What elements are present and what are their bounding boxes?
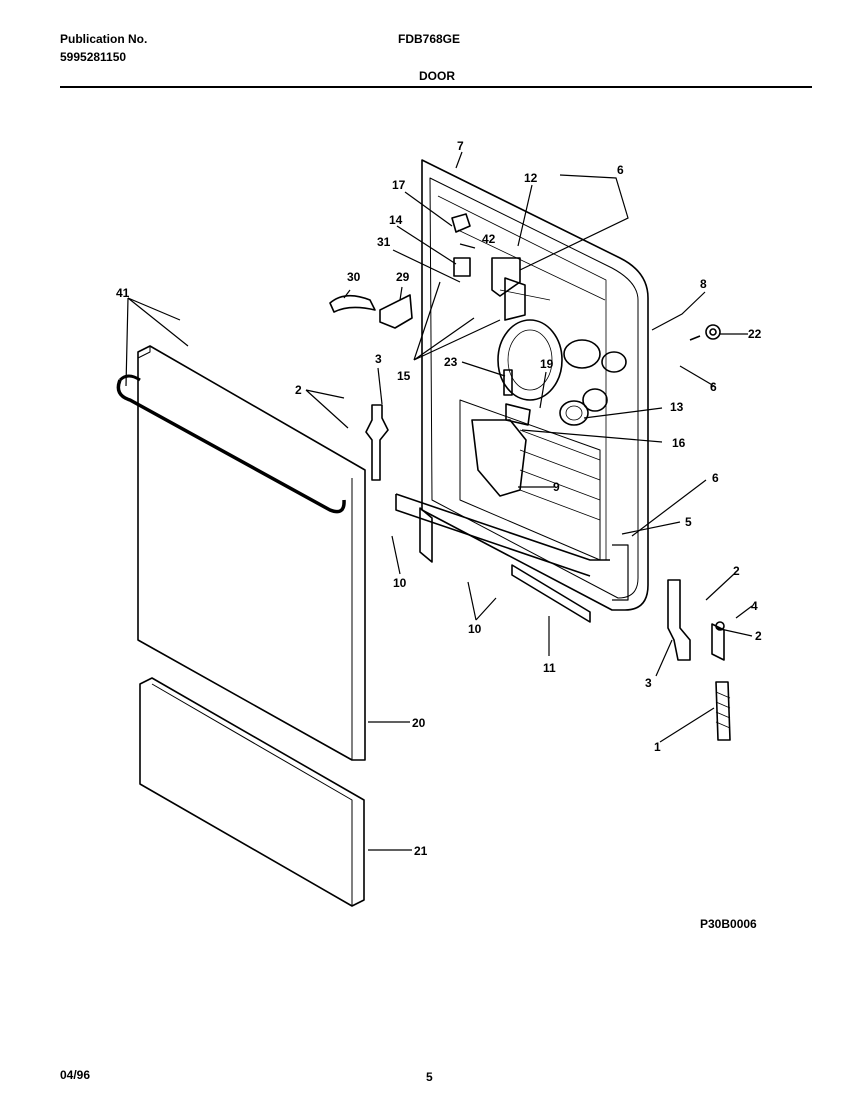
- callout-31: 31: [377, 235, 391, 249]
- callout-10a: 10: [393, 576, 407, 590]
- publication-label: Publication No.: [60, 32, 148, 46]
- callout-13: 13: [670, 400, 684, 414]
- callout-12: 12: [524, 171, 538, 185]
- callout-14: 14: [389, 213, 403, 227]
- callout-3b: 3: [645, 676, 652, 690]
- callout-15: 15: [397, 369, 411, 383]
- publication-number: 5995281150: [60, 50, 127, 64]
- left-hinge-bracket: [365, 404, 389, 481]
- part-30: [329, 294, 376, 313]
- callout-8: 8: [700, 277, 707, 291]
- callout-labels: 7 6 12 17 14 42 31 30 29 41 8 22 3 15 23…: [116, 139, 762, 858]
- part-22: [705, 324, 721, 340]
- latch-assembly: [471, 257, 551, 497]
- callout-4: 4: [751, 599, 758, 613]
- callout-10b: 10: [468, 622, 482, 636]
- model-number: FDB768GE: [398, 32, 461, 46]
- callout-6b: 6: [710, 380, 717, 394]
- callout-leaders: [125, 151, 753, 851]
- kick-bar: [511, 564, 591, 623]
- callout-6c: 6: [712, 471, 719, 485]
- callout-7: 7: [457, 139, 464, 153]
- door-handle: [116, 379, 346, 514]
- callout-11: 11: [543, 661, 556, 675]
- callout-16: 16: [672, 436, 686, 450]
- callout-23: 23: [444, 355, 458, 369]
- header-rule: [60, 86, 812, 88]
- callout-30: 30: [347, 270, 361, 284]
- part-29: [379, 294, 413, 329]
- callout-5: 5: [685, 515, 692, 529]
- page-number: 5: [426, 1070, 433, 1084]
- callout-20: 20: [412, 716, 426, 730]
- callout-29: 29: [396, 270, 410, 284]
- callout-42: 42: [482, 232, 496, 246]
- part-23: [503, 369, 513, 396]
- part-14: [453, 257, 471, 277]
- callout-19: 19: [540, 357, 554, 371]
- door-spring: [715, 681, 731, 741]
- drawing-code: P30B0006: [700, 917, 757, 931]
- callout-21: 21: [414, 844, 428, 858]
- inner-door-panel: [395, 159, 649, 611]
- callout-22: 22: [748, 327, 762, 341]
- section-title: DOOR: [419, 69, 455, 83]
- part-17: [451, 213, 471, 233]
- callout-2b: 2: [733, 564, 740, 578]
- footer-date: 04/96: [60, 1068, 91, 1082]
- callout-2c: 2: [755, 629, 762, 643]
- callout-6a: 6: [617, 163, 624, 177]
- callout-41: 41: [116, 286, 130, 300]
- callout-9: 9: [553, 480, 560, 494]
- lower-access-panel: [139, 677, 365, 907]
- callout-1: 1: [654, 740, 661, 754]
- callout-3a: 3: [375, 352, 382, 366]
- callout-2a: 2: [295, 383, 302, 397]
- right-hinge-bracket: [667, 579, 691, 661]
- callout-17: 17: [392, 178, 406, 192]
- outer-door-panel: [137, 345, 366, 761]
